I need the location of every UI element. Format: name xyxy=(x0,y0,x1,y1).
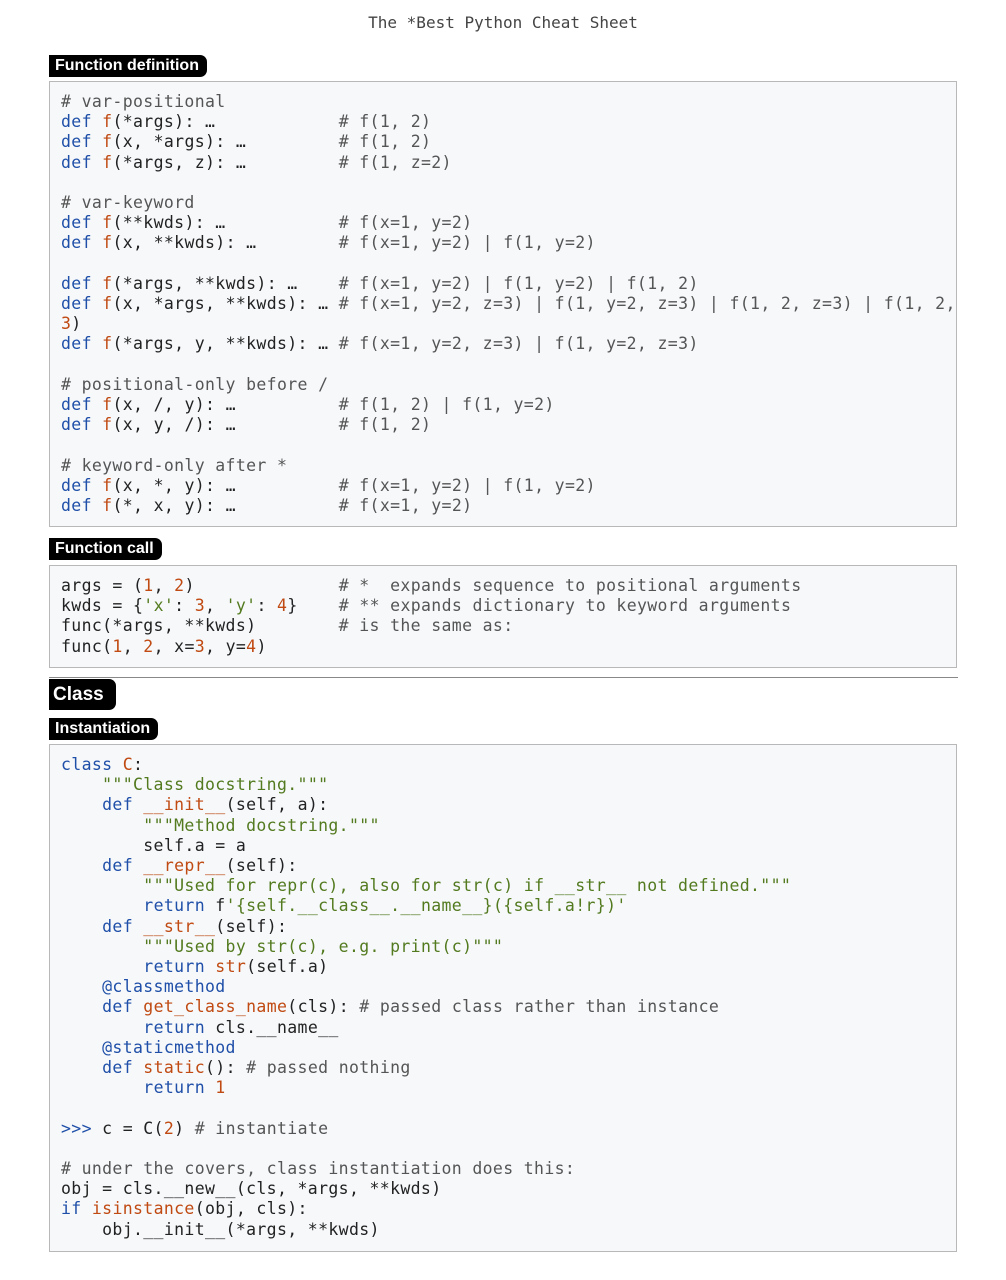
section-heading-function-call: Function call xyxy=(49,538,162,560)
code-block-instantiation: class C: """Class docstring.""" def __in… xyxy=(49,744,957,1252)
section-divider xyxy=(49,677,958,678)
code-block-function-call: args = (1, 2) # * expands sequence to po… xyxy=(49,565,957,668)
page-title: The *Best Python Cheat Sheet xyxy=(368,13,638,32)
section-heading-instantiation: Instantiation xyxy=(49,718,159,740)
code-block-function-definition: # var-positional def f(*args): … # f(1, … xyxy=(49,81,957,527)
section-heading-function-definition: Function definition xyxy=(49,55,207,77)
section-heading-class: Class xyxy=(49,679,116,710)
